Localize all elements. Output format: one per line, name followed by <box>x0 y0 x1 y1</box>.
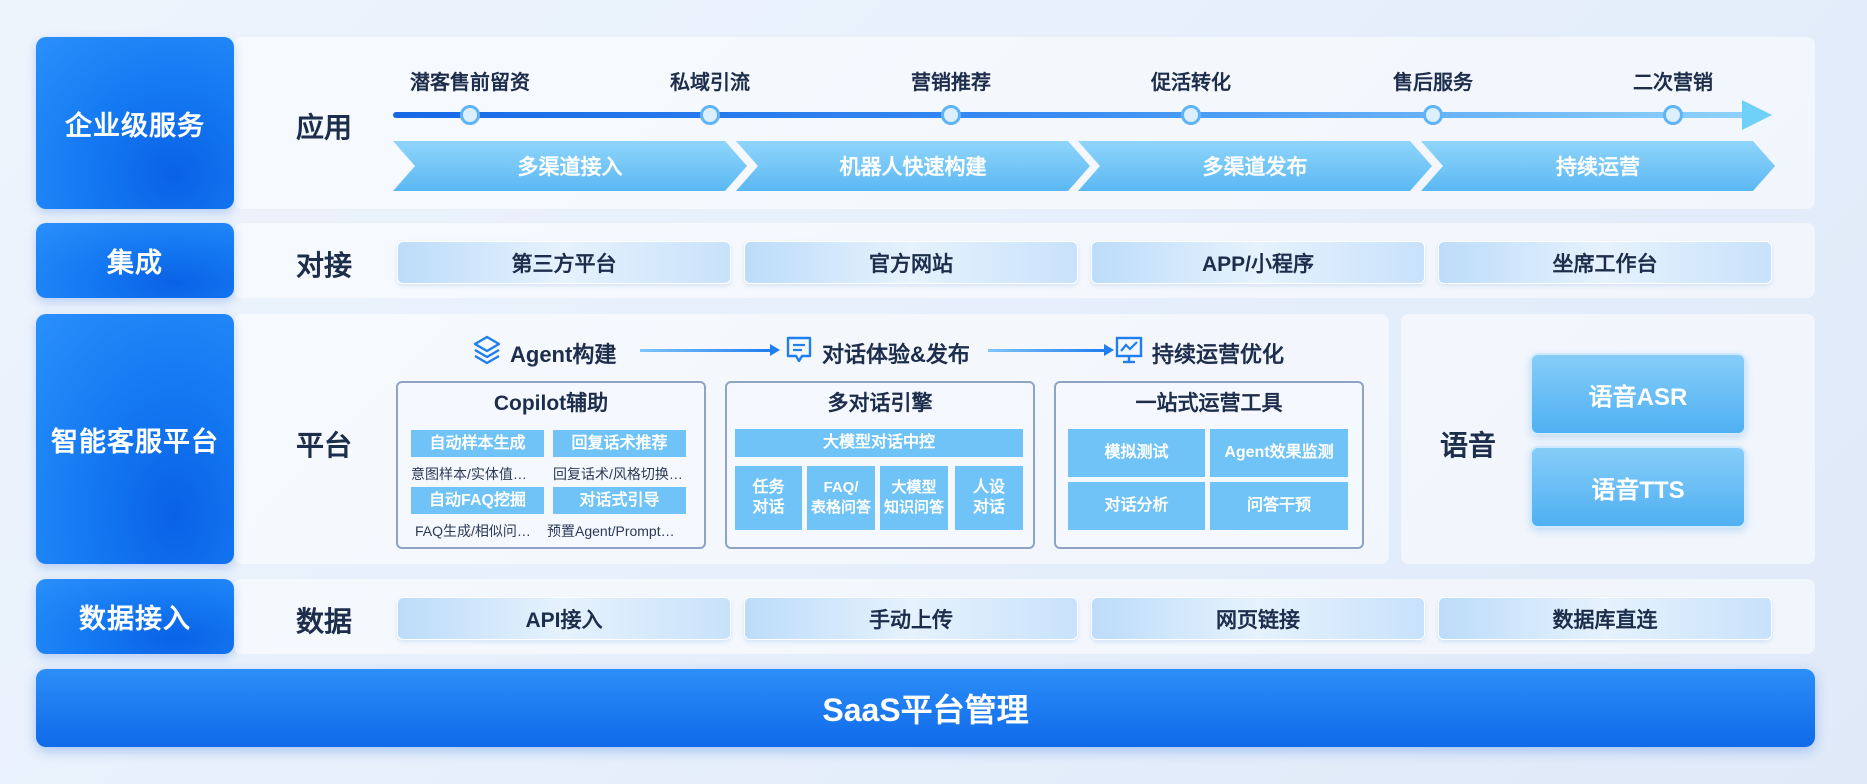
integration-chip[interactable]: 坐席工作台 <box>1438 241 1772 284</box>
ops-tag: 模拟测试 <box>1068 429 1205 477</box>
step-arrow <box>640 344 780 356</box>
timeline-node <box>700 105 720 125</box>
engine-banner: 大模型对话中控 <box>735 429 1023 457</box>
integration-chip[interactable]: APP/小程序 <box>1091 241 1425 284</box>
copilot-panel: Copilot辅助 自动样本生成 回复话术推荐 意图样本/实体值… 回复话术/风… <box>396 381 706 549</box>
timeline-arrow-head <box>1742 100 1772 130</box>
timeline-node <box>460 105 480 125</box>
ops-tools-panel: 一站式运营工具 模拟测试 Agent效果监测 对话分析 问答干预 <box>1054 381 1364 549</box>
integration-label: 集成 <box>36 223 234 298</box>
step-continuous-ops: 持续运营优化 <box>1114 334 1284 372</box>
data-chip[interactable]: API接入 <box>397 597 731 640</box>
copilot-tag: 回复话术推荐 <box>553 430 686 457</box>
panel-title: Copilot辅助 <box>493 392 609 415</box>
phase-chevron: 多渠道接入 <box>393 141 747 191</box>
stage-label: 促活转化 <box>1151 72 1231 94</box>
step-arrow <box>988 344 1114 356</box>
stage-label: 潜客售前留资 <box>410 72 530 94</box>
chat-icon <box>784 334 814 372</box>
engine-tag: 大模型 知识问答 <box>880 466 948 530</box>
copilot-tag: 对话式引导 <box>553 487 686 514</box>
stage-label: 售后服务 <box>1393 72 1473 94</box>
engine-tag: 人设 对话 <box>955 466 1023 530</box>
ops-tag: 对话分析 <box>1068 482 1205 530</box>
copilot-sub: 预置Agent/Prompt… <box>547 523 675 539</box>
section-platform: 平台 <box>296 430 353 461</box>
voice-asr-button[interactable]: 语音ASR <box>1530 353 1746 435</box>
enterprise-service-label: 企业级服务 <box>36 37 234 209</box>
stage-label: 私域引流 <box>670 72 750 94</box>
stage-label: 营销推荐 <box>911 72 991 94</box>
ops-tag: Agent效果监测 <box>1210 429 1348 477</box>
integration-chip[interactable]: 第三方平台 <box>397 241 731 284</box>
section-voice: 语音 <box>1440 430 1497 461</box>
data-chip[interactable]: 网页链接 <box>1091 597 1425 640</box>
engine-tag: 任务 对话 <box>735 466 802 530</box>
section-integration: 对接 <box>296 250 353 281</box>
copilot-tag: 自动FAQ挖掘 <box>411 487 544 514</box>
copilot-tag: 自动样本生成 <box>411 430 544 457</box>
step-agent-build: Agent构建 <box>472 334 616 372</box>
timeline-line <box>393 112 1753 118</box>
saas-platform-management: SaaS平台管理 <box>36 669 1815 747</box>
layers-icon <box>472 334 502 372</box>
data-access-label: 数据接入 <box>36 579 234 654</box>
phase-chevron: 机器人快速构建 <box>736 141 1090 191</box>
timeline-node <box>1663 105 1683 125</box>
step-label: Agent构建 <box>510 342 617 367</box>
timeline-node <box>941 105 961 125</box>
dialog-engine-panel: 多对话引擎 大模型对话中控 任务 对话 FAQ/ 表格问答 大模型 知识问答 人… <box>725 381 1035 549</box>
panel-title: 一站式运营工具 <box>1135 392 1283 415</box>
copilot-sub: FAQ生成/相似问… <box>415 523 531 539</box>
step-label: 持续运营优化 <box>1152 342 1285 367</box>
integration-chip[interactable]: 官方网站 <box>744 241 1078 284</box>
timeline-node <box>1423 105 1443 125</box>
phase-chevron: 多渠道发布 <box>1078 141 1432 191</box>
voice-tts-button[interactable]: 语音TTS <box>1530 446 1746 528</box>
step-dialog-publish: 对话体验&发布 <box>784 334 970 372</box>
data-chip[interactable]: 数据库直连 <box>1438 597 1772 640</box>
timeline-node <box>1181 105 1201 125</box>
copilot-sub: 回复话术/风格切换… <box>553 466 683 482</box>
ops-tag: 问答干预 <box>1210 482 1348 530</box>
trend-chart-icon <box>1114 334 1144 372</box>
smart-cs-platform-label: 智能客服平台 <box>36 314 234 564</box>
copilot-sub: 意图样本/实体值… <box>411 466 527 482</box>
section-data: 数据 <box>296 606 353 637</box>
panel-title: 多对话引擎 <box>827 392 933 415</box>
stage-label: 二次营销 <box>1633 72 1713 94</box>
data-chip[interactable]: 手动上传 <box>744 597 1078 640</box>
step-label: 对话体验&发布 <box>822 342 970 367</box>
section-application: 应用 <box>296 112 353 143</box>
phase-chevron: 持续运营 <box>1421 141 1775 191</box>
engine-tag: FAQ/ 表格问答 <box>807 466 875 530</box>
